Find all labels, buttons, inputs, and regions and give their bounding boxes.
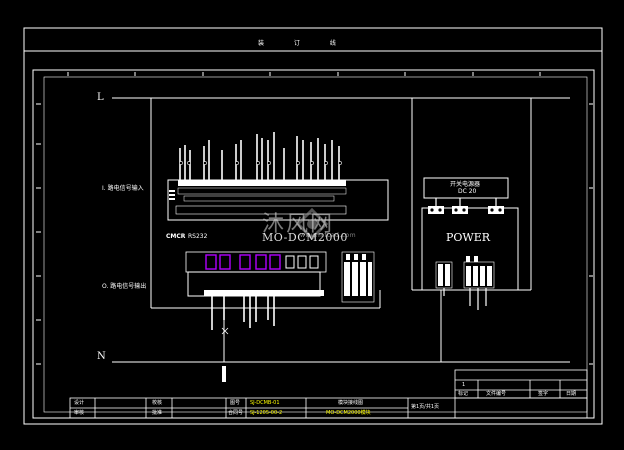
input-signal-label: I. 路电信号输入 xyxy=(102,185,144,192)
tb-drawing-no-label: 图号 xyxy=(230,400,241,406)
tb-design: 设计 xyxy=(74,400,85,406)
module-connector xyxy=(185,251,327,273)
input-terminal-strip xyxy=(178,180,346,186)
breaker-screw-heads xyxy=(430,208,502,212)
tb-approve: 批准 xyxy=(152,410,163,416)
tb-contract-no: SJ-1205-00-2 xyxy=(250,410,283,416)
tb-rev-date: 日期 xyxy=(566,391,577,397)
border-zone-frame xyxy=(43,76,588,413)
input-pin-row xyxy=(177,187,347,202)
vendor-tag: CMCR xyxy=(166,233,186,240)
input-terminal-screws xyxy=(179,161,342,165)
rs232-port-label: RS232 xyxy=(188,233,208,240)
output-digit-block xyxy=(205,254,281,270)
input-wire-group xyxy=(179,132,340,180)
watermark-url: www.mfcad.com xyxy=(300,232,357,239)
output-signal-label: O. 路电信号输出 xyxy=(102,283,147,290)
module-right-terminals xyxy=(341,251,375,303)
load-terminal xyxy=(222,366,226,382)
tb-rev-sign: 签字 xyxy=(538,391,549,397)
inner-frame xyxy=(32,69,595,419)
breaker-screws xyxy=(428,206,504,214)
tb-rev-mark: 标记 xyxy=(458,391,469,397)
power-label: POWER xyxy=(446,231,491,244)
tb-rev-doc: 文件编号 xyxy=(486,391,507,397)
tb-title: 模块接线图 xyxy=(338,400,364,406)
tb-contract-no-label: 合同号 xyxy=(228,410,244,416)
title-block-grid xyxy=(69,369,588,419)
left-side-terminals xyxy=(169,190,175,200)
l-busbar-label: L xyxy=(97,92,104,103)
watermark-brand: 沐风网 xyxy=(262,212,335,237)
module-din-rail xyxy=(175,205,347,215)
power-terminal-block xyxy=(435,256,495,289)
breaker-sub-label: DC 20 xyxy=(458,188,477,195)
power-output-wires xyxy=(443,288,487,310)
tb-page: 第1页/共1页 xyxy=(411,404,440,410)
tb-subtitle: MO-DCM2000模块 xyxy=(326,410,371,416)
output-terminal-strip xyxy=(204,290,324,296)
tb-check: 校核 xyxy=(152,400,163,406)
output-wire-group xyxy=(211,296,275,330)
module-model-label: MO-DCM2000 xyxy=(262,231,348,244)
border-ticks xyxy=(36,72,593,365)
breaker-label: 开关电源器 xyxy=(450,181,481,188)
tb-rev-index: 1 xyxy=(462,382,466,388)
n-busbar-label: N xyxy=(97,351,106,362)
output-digit-white xyxy=(285,255,319,269)
breaker-box xyxy=(423,177,509,199)
tb-drawing-no: SJ-DCMB-01 xyxy=(250,400,280,406)
watermark-logo-icon xyxy=(295,207,329,241)
breaker-wires xyxy=(435,198,497,206)
outer-frame xyxy=(23,27,603,425)
binding-label: 装 订 线 xyxy=(258,40,350,47)
output-switch-marker xyxy=(221,327,229,335)
tb-review: 审核 xyxy=(74,410,85,416)
